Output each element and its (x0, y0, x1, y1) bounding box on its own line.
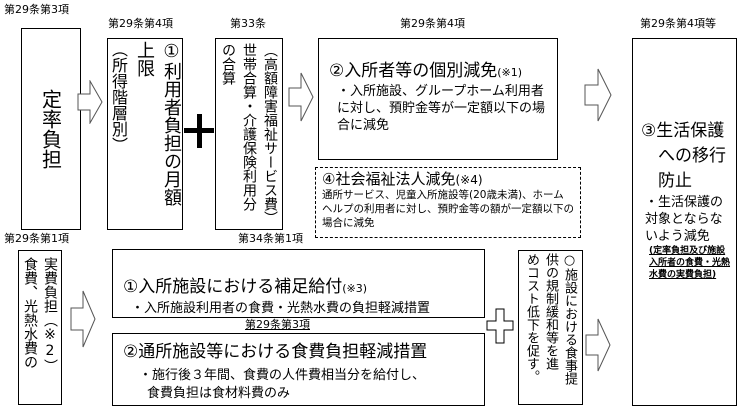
article-label: 第29条第4項等 (640, 17, 716, 30)
supplementary-benefit-box: ①入所施設における補足給付(※3) ・入所施設利用者の食費・光熱水費の負担軽減措… (112, 249, 485, 318)
deregulation-line: ○施設における食事提 (562, 253, 577, 385)
meal-reduction-body: 食費負担は食材料費のみ (147, 386, 291, 401)
deregulation-line: 供の規制緩和等を進 (543, 253, 558, 370)
fixed-rate-box: 定率負担 (21, 28, 81, 230)
arrow-right-icon (585, 318, 611, 372)
welfare-prevention-title: ③生活保護への移行防止 (641, 121, 726, 191)
individual-reduction-title: ②入所者等の個別減免 (329, 61, 498, 81)
arrow-right-icon (77, 80, 103, 124)
social-welfare-box: ④社会福祉法人減免(※4) 通所サービス、児童入所施設等(20歳未満)、ホームヘ… (315, 167, 581, 238)
article-label: 第33条 (230, 17, 266, 30)
plus-outline-icon (486, 308, 514, 344)
monthly-cap-box: ①利用者負担の月額 上限 （所得階層別） (107, 38, 183, 230)
arrow-right-icon (70, 290, 96, 348)
article-label: 第29条第4項 (108, 17, 173, 30)
article-label: 第29条第1項 (4, 232, 69, 245)
monthly-cap-title: ①利用者負担の月額 (161, 41, 182, 206)
welfare-prevention-body: ・生活保護の対象とならないよう減免 (645, 195, 724, 244)
deregulation-box: ○施設における食事提 供の規制緩和等を進 めコスト低下を促す。 (518, 250, 583, 405)
article-label: 第29条第3項 (245, 318, 310, 331)
actual-cost-box: 実費負担（※2） 食費、光熱水費の (18, 250, 62, 405)
monthly-cap-line: 上限 (134, 41, 155, 77)
supplementary-body: ・入所施設利用者の食費・光熱水費の負担軽減措置 (131, 301, 431, 316)
actual-cost-line: 食費、光熱水費の (22, 257, 38, 369)
note: (※1) (497, 66, 523, 79)
individual-reduction-box: ②入所者等の個別減免(※1) ・入所施設、グループホーム利用者に対し、預貯金等が… (318, 38, 558, 160)
arrow-right-icon (288, 72, 314, 122)
meal-reduction-box: ②通所施設等における食費負担軽減措置 ・施行後３年間、食費の人件費相当分を給付し… (112, 333, 485, 406)
article-label: 第29条第4項 (400, 17, 465, 30)
welfare-prevention-box: ③生活保護への移行防止 ・生活保護の対象とならないよう減免 (定率負担及び施設入… (632, 38, 737, 406)
social-welfare-title: ④社会福祉法人減免 (322, 170, 456, 188)
actual-cost-line: 実費負担（※2） (42, 257, 58, 373)
monthly-cap-line: （所得階層別） (109, 41, 128, 153)
note: (定率負担及び施設入所者の食費・光熱水費の実費負担) (649, 246, 731, 280)
household-sum-box: （高額障害福祉サービス費） 世帯合算・介護保険利用分 の合算 (215, 38, 283, 230)
plus-icon (197, 114, 202, 148)
meal-reduction-body: ・施行後３年間、食費の人件費相当分を給付し、 (139, 368, 426, 383)
arrow-right-icon (584, 68, 612, 122)
social-welfare-body: 通所サービス、児童入所施設等(20歳未満)、ホームヘルプの利用者に対し、預貯金等… (322, 189, 574, 229)
household-line: の合算 (220, 43, 236, 85)
household-line: 世帯合算・介護保険利用分 (241, 43, 257, 211)
deregulation-line: めコスト低下を促す。 (524, 253, 539, 383)
household-line: （高額障害福祉サービス費） (262, 43, 278, 225)
note: (※3) (342, 282, 368, 295)
individual-reduction-body: ・入所施設、グループホーム利用者に対し、預貯金等が一定額以下の場合に減免 (337, 84, 546, 133)
meal-reduction-title: ②通所施設等における食費負担軽減措置 (123, 342, 428, 362)
supplementary-title: ①入所施設における補足給付 (123, 277, 343, 297)
note: (※4) (455, 173, 483, 187)
fixed-rate-text: 定率負担 (38, 89, 63, 169)
article-label: 第34条第1項 (238, 232, 303, 245)
article-label: 第29条第3項 (4, 3, 69, 16)
